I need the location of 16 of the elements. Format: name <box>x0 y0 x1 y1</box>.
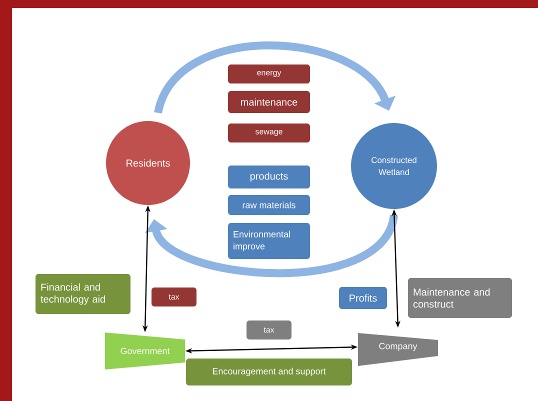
entity-block: Government <box>105 332 185 370</box>
label-box: energy <box>228 64 310 84</box>
label-box: Financial and technology aid <box>36 274 130 314</box>
label-box: sewage <box>228 124 310 142</box>
label-box: Maintenance and construct <box>408 278 512 318</box>
label-box: maintenance <box>228 91 310 113</box>
label-box: Encouragement and support <box>186 358 352 386</box>
label-box: Environmental improve <box>228 223 310 259</box>
label-box: raw materials <box>228 195 310 215</box>
label-box: tax <box>152 288 196 306</box>
label-box: Profits <box>339 287 387 309</box>
arrow <box>154 41 396 114</box>
arrow <box>144 214 398 278</box>
label-box: tax <box>246 320 292 340</box>
label-box: products <box>228 166 310 188</box>
entity-block: Company <box>358 333 438 366</box>
